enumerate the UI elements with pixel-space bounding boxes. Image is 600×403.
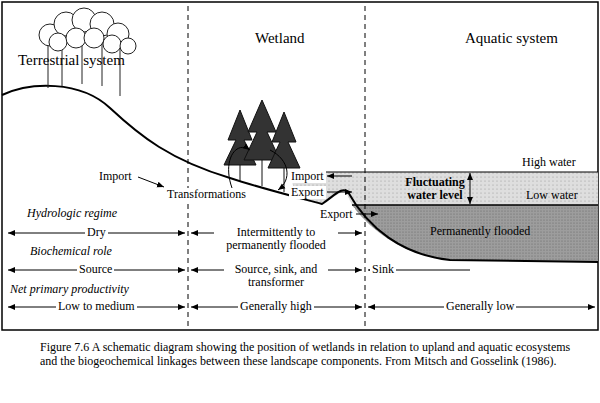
role-label: Sink xyxy=(370,263,396,276)
permanent-water xyxy=(352,205,598,262)
water-level-label: High water xyxy=(520,156,578,169)
ground-line xyxy=(2,86,598,262)
range-label: Source, sink, and transformer xyxy=(224,263,328,289)
range-label: Generally low xyxy=(444,300,516,313)
high-water-line xyxy=(290,172,598,173)
divider xyxy=(365,6,366,326)
water-level-label: Fluctuating water level xyxy=(402,176,468,202)
flow-label: Import xyxy=(97,170,134,183)
cycling-arrows xyxy=(229,147,287,190)
fluctuating-water xyxy=(290,172,598,205)
zone-heading: Wetland xyxy=(255,30,305,47)
water-level-label: Low water xyxy=(524,189,580,202)
figure-caption: Figure 7.6 A schematic diagram showing t… xyxy=(40,340,590,368)
ecosystem-zone: Terrestrial system xyxy=(0,0,188,330)
zone-heading: Terrestrial system xyxy=(18,52,125,69)
range-label: Intermittently to permanently flooded xyxy=(214,226,338,252)
row-heading: Hydrologic regime xyxy=(25,207,119,220)
zone-label: Permanently flooded xyxy=(428,225,532,238)
zone-heading: Aquatic system xyxy=(465,30,558,47)
flow-label: Import xyxy=(289,170,326,183)
range-label: Source xyxy=(77,263,114,276)
range-label: Dry xyxy=(85,226,108,239)
range-label: Generally high xyxy=(238,300,314,313)
frame xyxy=(2,2,598,330)
divider xyxy=(188,6,189,326)
flow-label: Export xyxy=(318,208,355,221)
flow-label: Transformations xyxy=(165,188,248,201)
row-heading: Net primary productivity xyxy=(8,283,131,296)
low-water-line xyxy=(352,204,598,206)
range-label: Low to medium xyxy=(56,300,137,313)
flow-label: Export xyxy=(289,186,326,199)
row-heading: Biochemical role xyxy=(28,245,114,258)
